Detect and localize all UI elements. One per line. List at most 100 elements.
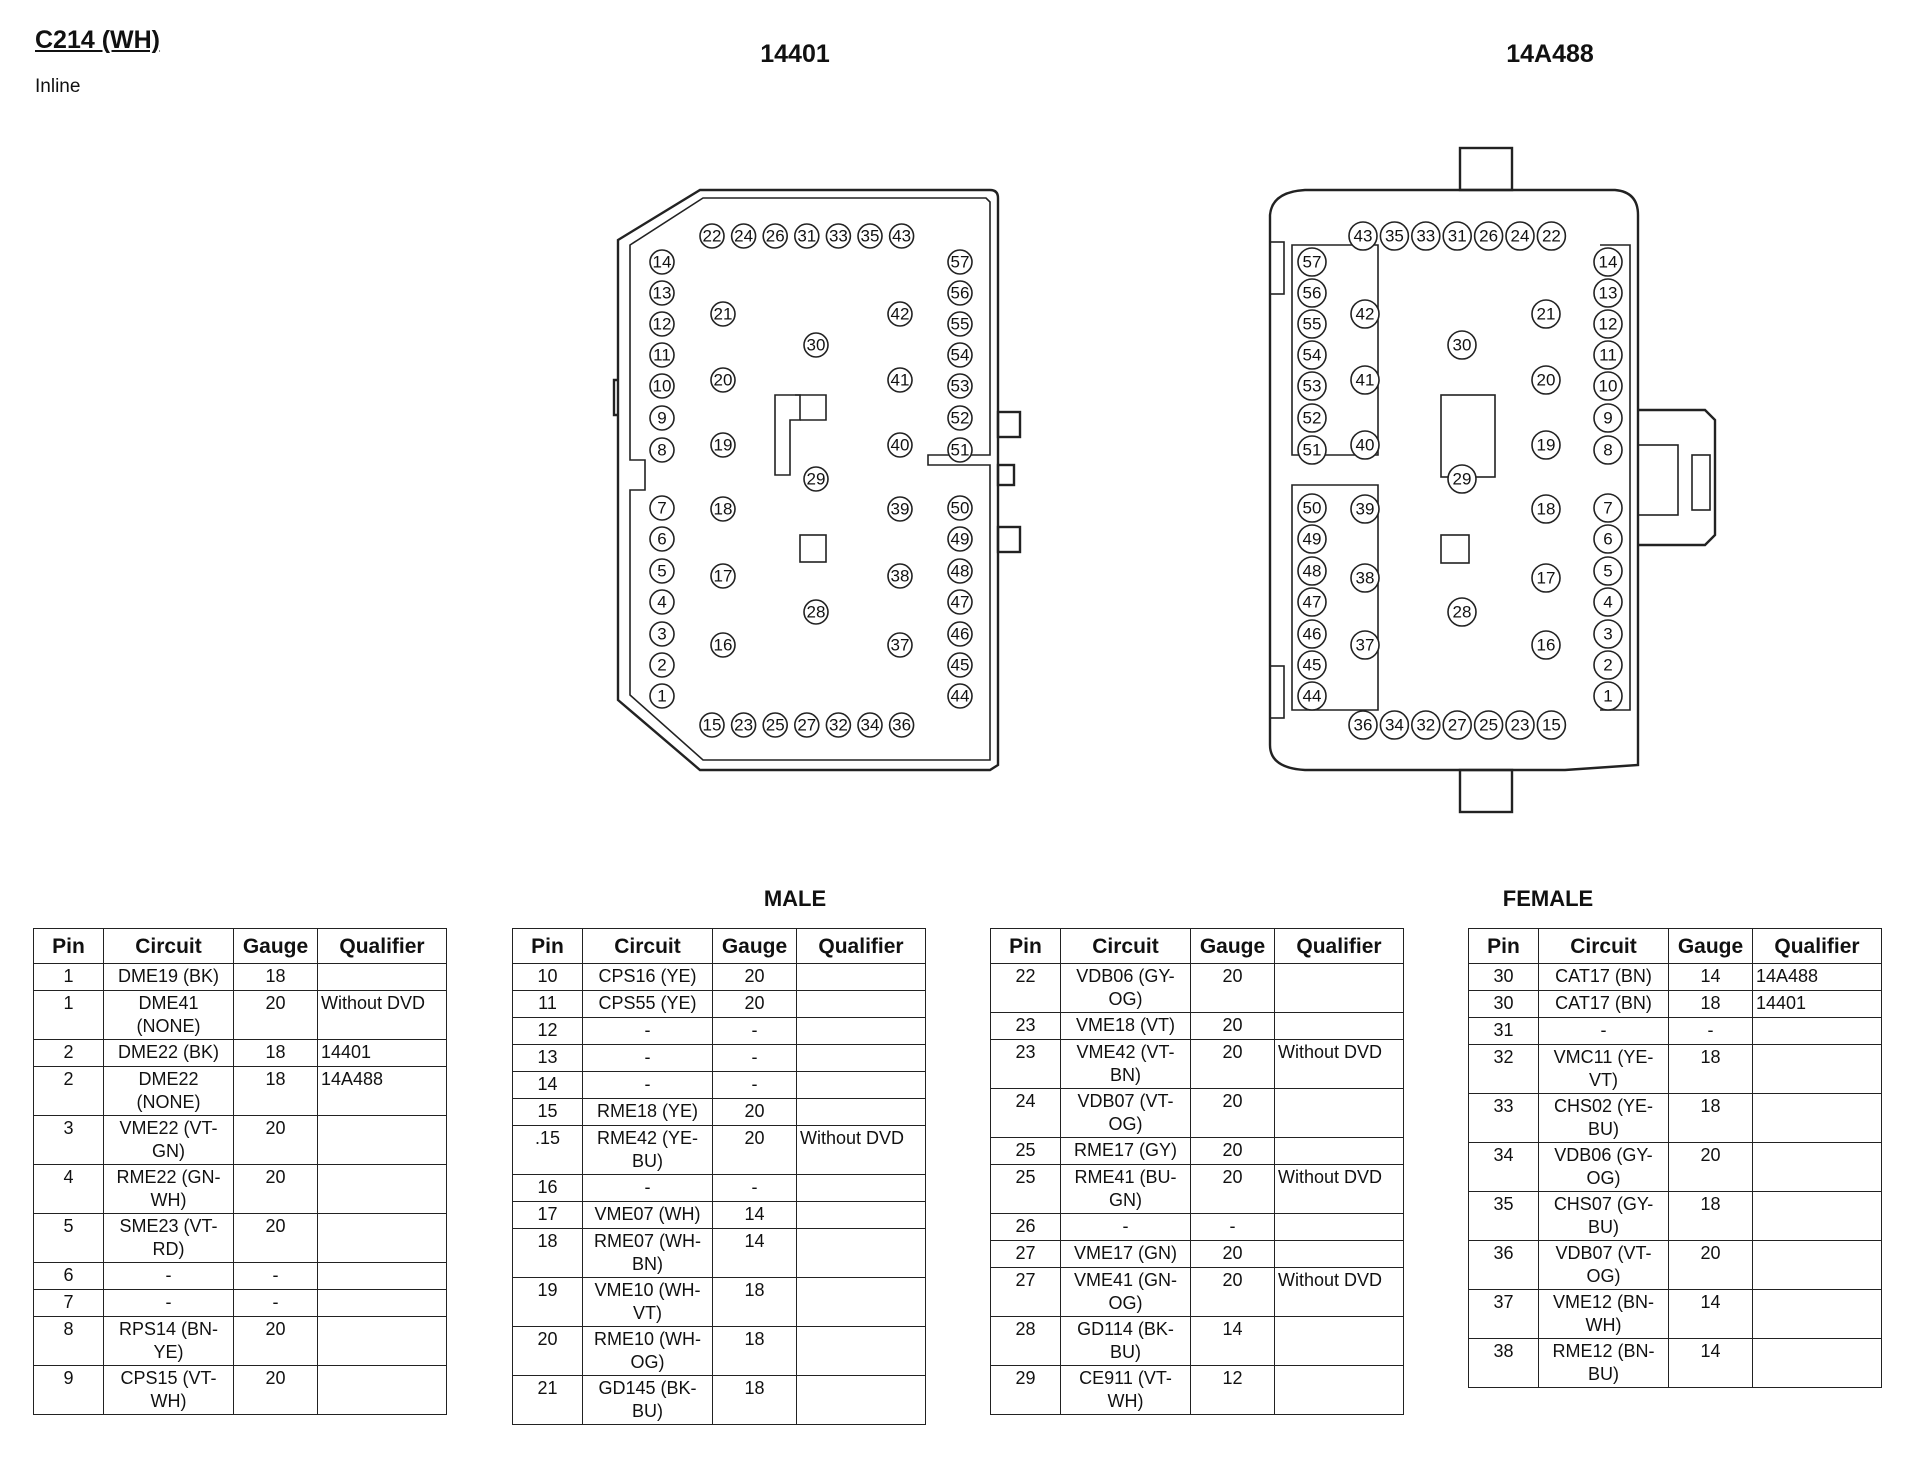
pin-33: 33 (1411, 221, 1441, 251)
pin-20: 20 (710, 367, 736, 393)
pin-circle (649, 495, 675, 521)
qualifier-cell: Without DVD (1274, 1164, 1404, 1214)
pin-label: 18 (1537, 500, 1556, 519)
pin-label: 28 (807, 603, 826, 622)
qualifier-cell: Without DVD (1274, 1039, 1404, 1089)
circuit-cell: DME22 (BK) (103, 1039, 234, 1067)
qualifier-header: Qualifier (796, 928, 926, 964)
connector-diagrams: 1413121110987654321575655545352515049484… (612, 146, 1717, 814)
pin-52: 52 (1297, 403, 1327, 433)
pin-circle (710, 301, 736, 327)
gauge-cell: 18 (1668, 1191, 1753, 1241)
circuit-cell: RME41 (BU-GN) (1060, 1164, 1191, 1214)
pin-cell: 6 (33, 1262, 104, 1290)
pin-cell: 5 (33, 1213, 104, 1263)
circuit-cell: DME19 (BK) (103, 963, 234, 991)
pin-circle (947, 495, 973, 521)
gauge-cell: 18 (233, 1066, 318, 1116)
pin-24: 24 (1505, 221, 1535, 251)
gauge-cell: 18 (712, 1326, 797, 1376)
circuit-cell: - (582, 1174, 713, 1202)
pin-label: 55 (1303, 315, 1322, 334)
pin-label: 4 (657, 593, 666, 612)
gauge-cell: 14 (1668, 963, 1753, 991)
table-row: 16-- (512, 1174, 926, 1202)
table-row: 31-- (1468, 1017, 1882, 1045)
qualifier-cell (1274, 1316, 1404, 1366)
pin-16: 16 (1531, 630, 1561, 660)
pin-label: 30 (807, 336, 826, 355)
pin-7: 7 (1593, 493, 1623, 523)
circuit-cell: - (582, 1044, 713, 1072)
qualifier-cell (1752, 1191, 1882, 1241)
pin-27: 27 (1442, 710, 1472, 740)
pin-label: 56 (1303, 284, 1322, 303)
pin-43: 43 (888, 223, 915, 249)
pin-37: 37 (1350, 630, 1380, 660)
gauge-cell: - (1190, 1213, 1275, 1241)
pin-cell: 9 (33, 1365, 104, 1415)
male-connector-outline (612, 188, 1022, 772)
pin-53: 53 (947, 373, 973, 399)
pin-circle (947, 373, 973, 399)
gauge-cell: 20 (233, 1316, 318, 1366)
pin-circle (887, 367, 913, 393)
gauge-cell: 20 (1668, 1142, 1753, 1192)
pin-2: 2 (1593, 650, 1623, 680)
pin-label: 37 (1356, 636, 1375, 655)
pin-label: 50 (951, 499, 970, 518)
pin-56: 56 (1297, 278, 1327, 308)
gauge-header: Gauge (1190, 928, 1275, 964)
pin-19: 19 (710, 432, 736, 458)
pin-4: 4 (649, 589, 675, 615)
pin-13: 13 (649, 280, 675, 306)
pin-circle (947, 652, 973, 678)
pin-label: 54 (951, 346, 970, 365)
pin-circle (887, 432, 913, 458)
pin-label: 41 (1356, 371, 1375, 390)
circuit-header: Circuit (582, 928, 713, 964)
pin-22: 22 (699, 223, 725, 249)
qualifier-cell (796, 1098, 926, 1126)
pin-label: 49 (951, 530, 970, 549)
female-part-number: 14A488 (1506, 40, 1594, 68)
pin-cell: 19 (512, 1277, 583, 1327)
gauge-cell: 20 (1190, 1240, 1275, 1268)
connector-subtitle: Inline (35, 76, 81, 97)
pin-50: 50 (947, 495, 973, 521)
qualifier-cell: Without DVD (317, 990, 447, 1040)
pin-9: 9 (1593, 403, 1623, 433)
female-connector-outline (1268, 146, 1717, 814)
pin-46: 46 (947, 621, 973, 647)
pin-30: 30 (1447, 330, 1477, 360)
pin-52: 52 (947, 405, 973, 431)
table-row: 12-- (512, 1017, 926, 1045)
gauge-cell: 12 (1190, 1365, 1275, 1415)
pin-cell: 24 (990, 1088, 1061, 1138)
pin-label: 8 (1603, 441, 1612, 460)
pin-56: 56 (947, 280, 973, 306)
pin-28: 28 (803, 599, 829, 625)
gauge-cell: 20 (1668, 1240, 1753, 1290)
pin-label: 42 (1356, 305, 1375, 324)
pin-cell: 10 (512, 963, 583, 991)
pin-label: 19 (714, 436, 733, 455)
pin-45: 45 (1297, 650, 1327, 680)
pin-label: 7 (657, 499, 666, 518)
qualifier-cell (1752, 1142, 1882, 1192)
pin-cell: 34 (1468, 1142, 1539, 1192)
pin-8: 8 (1593, 435, 1623, 465)
pin-38: 38 (887, 563, 913, 589)
pin-cell: 13 (512, 1044, 583, 1072)
pin-47: 47 (1297, 587, 1327, 617)
pin-30: 30 (803, 332, 829, 358)
pin-label: 37 (891, 636, 910, 655)
pin-label: 17 (714, 567, 733, 586)
